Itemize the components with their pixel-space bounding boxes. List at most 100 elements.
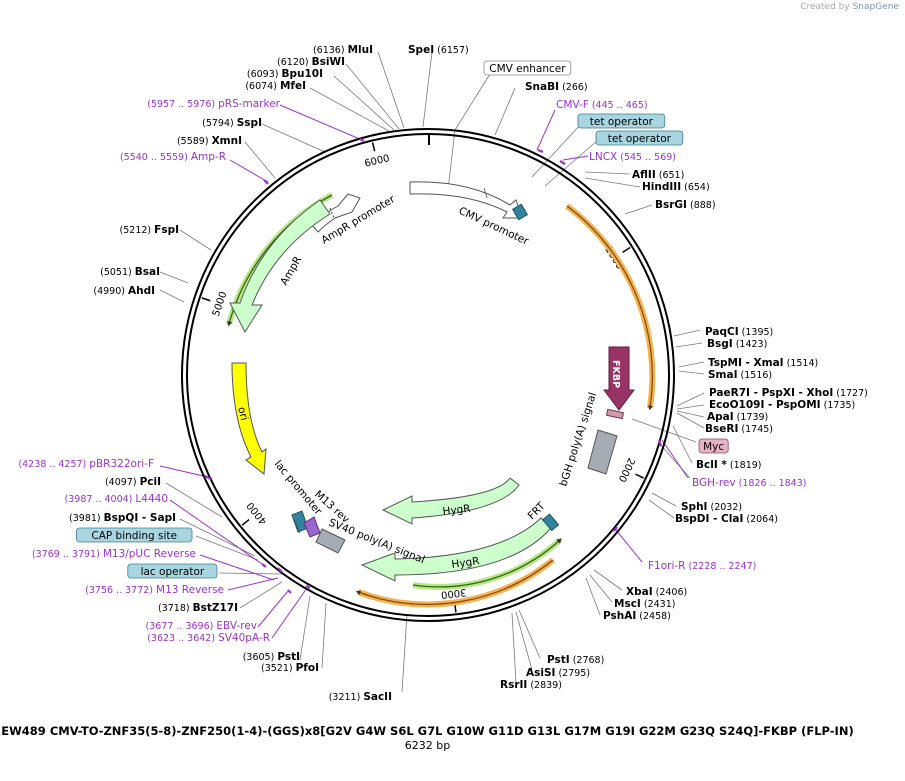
tick-mark <box>371 142 376 152</box>
site-position: (1423) <box>733 339 768 350</box>
left-label-item: (5212) FspI <box>120 224 179 236</box>
site-position: (6136) <box>313 45 348 56</box>
site-name: BsiWI <box>312 56 345 68</box>
site-label: MscI (2431) <box>614 598 675 610</box>
feature-sv40-polya[interactable]: SV40 poly(A) signal <box>315 517 426 567</box>
site-name: PfoI <box>296 662 319 674</box>
site-position: (1516) <box>738 370 773 381</box>
site-name: XbaI <box>626 586 653 598</box>
plasmid-title: EW489 CMV-TO-ZNF35(5-8)-ZNF250(1-4)-(GGS… <box>1 724 854 738</box>
left-label-item: (3981) BspQI - SapI <box>69 512 176 524</box>
right-label-item: SpeI (6157) <box>408 44 469 56</box>
site-name: pBR322ori-F <box>89 458 154 470</box>
feature-fkbp[interactable]: FKBP <box>603 346 635 411</box>
site-position: (3605) <box>243 652 278 663</box>
right-label-item: RsrII (2839) <box>500 679 562 691</box>
right-label-item: HindIII (654) <box>642 181 710 193</box>
site-position: (1826 .. 1843) <box>736 478 807 489</box>
site-label: (3605) PstI <box>243 651 300 663</box>
site-position: (445 .. 465) <box>589 100 648 111</box>
site-name: EcoO109I - PspOMI <box>709 399 821 411</box>
site-name: Bpu10I <box>281 68 323 80</box>
primer-label: (3769 .. 3791) M13/pUC Reverse <box>32 548 196 560</box>
site-label: BsgI (1423) <box>707 338 767 350</box>
right-label-item: TspMI - XmaI (1514) <box>708 357 818 369</box>
right-label-item: CMV-F (445 .. 465) <box>556 99 648 111</box>
site-name: PstI <box>277 651 300 663</box>
snapgene-logo: SnapGene <box>852 2 899 12</box>
site-position: (2795) <box>555 668 590 679</box>
left-label-item: (3987 .. 4004) L4440 <box>65 493 168 505</box>
site-name: BspDI - ClaI <box>675 513 743 525</box>
feature-ampr[interactable]: AmpR <box>229 199 331 334</box>
site-name: SacII <box>363 691 392 703</box>
fkbp-region-arrow <box>566 205 653 411</box>
site-name: AhdI <box>128 285 155 297</box>
site-label: (5212) FspI <box>120 224 179 236</box>
site-position: (1514) <box>784 358 819 369</box>
right-label-item: PshAI (2458) <box>603 610 671 622</box>
primer-label: (4238 .. 4257) pBR322ori-F <box>18 458 154 470</box>
site-name: PaeR7I - PspXI - XhoI <box>709 387 833 399</box>
site-name: TspMI - XmaI <box>708 357 784 369</box>
feature-ori[interactable]: ori <box>231 362 267 475</box>
site-position: (1727) <box>833 388 868 399</box>
site-name: SphI <box>681 501 707 513</box>
left-label-column: (6136) MluI(6120) BsiWI(6093) Bpu10I(607… <box>18 44 392 703</box>
site-label: (3981) BspQI - SapI <box>69 512 176 524</box>
right-label-item: XbaI (2406) <box>626 586 687 598</box>
primer-label: F1ori-R (2228 .. 2247) <box>648 560 756 572</box>
right-label-item: AflII (651) <box>632 169 684 181</box>
site-name: BseRI <box>705 423 738 435</box>
backbone <box>181 128 675 622</box>
site-label: (3521) PfoI <box>261 662 319 674</box>
site-position: (2032) <box>707 502 742 513</box>
site-position: (4238 .. 4257) <box>18 459 89 470</box>
site-position: (3677 .. 3696) <box>145 621 216 632</box>
site-position: (4097) <box>105 477 140 488</box>
left-label-item: (3211) SacII <box>329 691 392 703</box>
site-label: (5051) BsaI <box>100 266 160 278</box>
feature-box <box>127 563 218 579</box>
plasmid-size: 6232 bp <box>404 739 451 752</box>
primer-label: (5540 .. 5559) Amp-R <box>120 151 226 163</box>
feature-label: lac promoter <box>272 458 325 518</box>
left-label-item: (3623 .. 3642) SV40pA-R <box>147 632 270 644</box>
site-position: (3756 .. 3772) <box>85 585 156 596</box>
feature-bgh-polya[interactable]: bGH poly(A) signal <box>557 391 618 488</box>
tet-operator-feature <box>511 203 529 221</box>
primer-label: (3623 .. 3642) SV40pA-R <box>147 632 270 644</box>
right-label-item: F1ori-R (2228 .. 2247) <box>648 560 756 572</box>
right-label-item: tet operator <box>577 113 666 129</box>
credit-prefix: Created by <box>800 2 850 12</box>
site-label: AsiSI (2795) <box>526 667 590 679</box>
site-name: PciI <box>140 476 161 488</box>
right-label-item: EcoO109I - PspOMI (1735) <box>709 399 855 411</box>
primer-label: BGH-rev (1826 .. 1843) <box>692 477 806 489</box>
site-label: (5589) XmnI <box>177 135 242 147</box>
left-label-item: (3756 .. 3772) M13 Reverse <box>85 584 224 596</box>
feature-box <box>577 113 666 129</box>
primer-label: (3987 .. 4004) L4440 <box>65 493 168 505</box>
site-position: (1745) <box>738 424 773 435</box>
site-position: (5589) <box>177 136 212 147</box>
site-label: (6093) Bpu10I <box>247 68 323 80</box>
site-name: AflII <box>632 169 656 181</box>
site-name: BclI * <box>696 459 727 471</box>
site-position: (2431) <box>641 599 676 610</box>
feature-label: ori <box>235 406 250 422</box>
feature-box-label: tet operator <box>590 116 654 128</box>
site-name: LNCX <box>589 151 617 163</box>
left-label-item: (4097) PciI <box>105 476 161 488</box>
feature-cmv-promoter[interactable]: CMV promoter <box>409 181 531 248</box>
site-position: (3211) <box>329 692 364 703</box>
site-name: SV40pA-R <box>218 632 270 644</box>
tick-mark <box>622 246 631 253</box>
tick-label: 4000 <box>245 500 270 527</box>
site-name: pRS-marker <box>218 98 281 110</box>
feature-hygr-lower[interactable]: HygR <box>360 517 552 582</box>
site-name: MscI <box>614 598 641 610</box>
right-label-item: MscI (2431) <box>614 598 675 610</box>
feature-hygr-upper[interactable]: HygR <box>381 477 520 525</box>
site-name: XmnI <box>212 135 242 147</box>
